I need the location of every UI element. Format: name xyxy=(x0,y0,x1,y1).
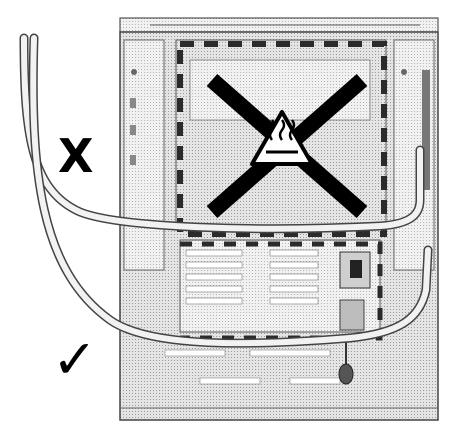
dashed-zone-lower xyxy=(180,241,383,341)
vent-grille-right xyxy=(269,249,319,305)
dashed-zone-upper xyxy=(177,41,387,237)
vent-grille-left xyxy=(185,249,243,305)
lower-panel xyxy=(120,239,438,409)
hose-correct-route xyxy=(28,33,433,348)
hot-surface-warning-icon xyxy=(250,110,314,166)
top-rail xyxy=(119,17,439,33)
correct-mark: ✓ xyxy=(52,328,97,391)
incorrect-mark: X xyxy=(58,129,93,183)
